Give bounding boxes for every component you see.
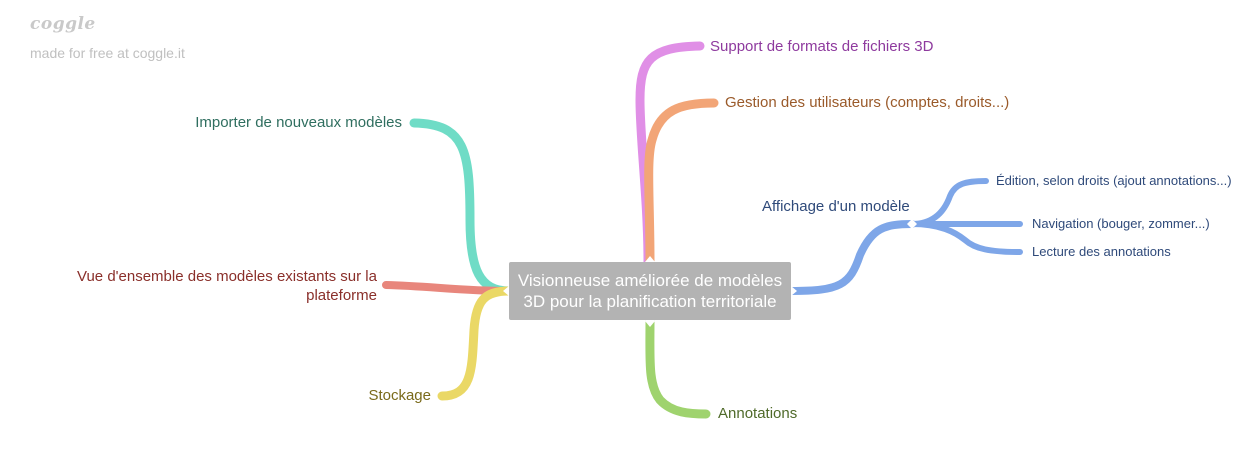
- node-lecture[interactable]: Lecture des annotations: [1032, 244, 1171, 259]
- node-navigation[interactable]: Navigation (bouger, zommer...): [1032, 216, 1210, 231]
- central-node[interactable]: Visionneuse améliorée de modèles 3D pour…: [509, 262, 791, 320]
- edge-importer: [409, 118, 514, 296]
- edge-lecture: [909, 221, 1023, 255]
- edge-gestion-utilisateurs: [644, 98, 719, 267]
- node-gestion-utilisateurs[interactable]: Gestion des utilisateurs (comptes, droit…: [725, 94, 1010, 111]
- edge-edition: [909, 178, 989, 227]
- node-importer[interactable]: Importer de nouveaux modèles: [195, 114, 402, 131]
- node-vue-ensemble[interactable]: Vue d'ensemble des modèles existants sur…: [40, 267, 377, 305]
- node-annotations[interactable]: Annotations: [718, 405, 798, 422]
- node-support-formats[interactable]: Support de formats de fichiers 3D: [710, 38, 934, 55]
- node-affichage-modele[interactable]: Affichage d'un modèle: [762, 198, 910, 215]
- node-vue-ensemble-line1: Vue d'ensemble des modèles existants sur…: [77, 268, 377, 285]
- edge-annotations: [645, 315, 711, 419]
- node-stockage[interactable]: Stockage: [368, 387, 431, 404]
- coggle-logo[interactable]: coggle: [30, 14, 96, 34]
- edge-stockage: [437, 286, 514, 401]
- node-vue-ensemble-line2: plateforme: [306, 287, 377, 304]
- central-node-label: Visionneuse améliorée de modèles 3D pour…: [517, 271, 783, 311]
- edge-affichage-modele: [787, 220, 916, 295]
- connector-affichage: [907, 219, 917, 229]
- coggle-tagline[interactable]: made for free at coggle.it: [30, 45, 185, 61]
- node-edition[interactable]: Édition, selon droits (ajout annotations…: [996, 173, 1232, 188]
